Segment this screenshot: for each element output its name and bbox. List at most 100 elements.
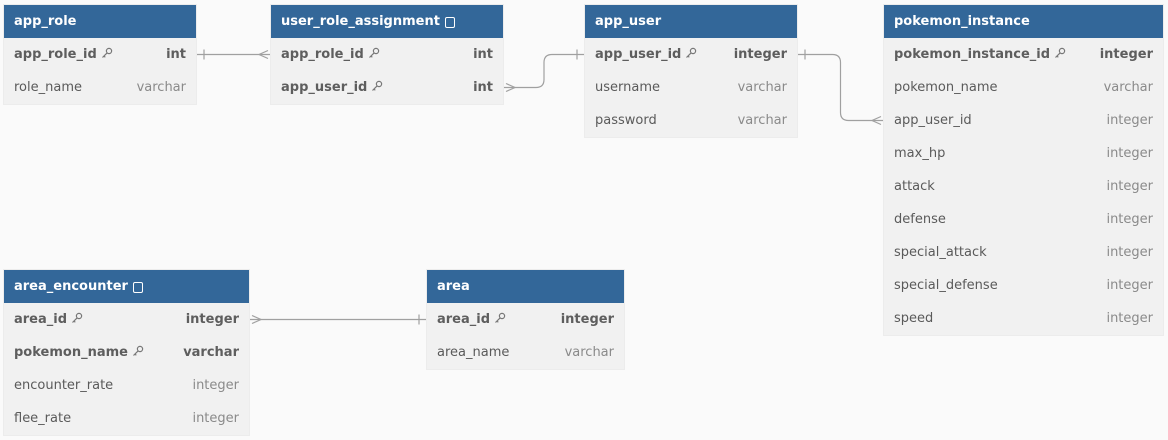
key-icon [367, 80, 383, 95]
field-name-cell: pokemon_name [894, 80, 998, 95]
field-name: role_name [14, 80, 82, 95]
key-icon [1050, 47, 1066, 62]
note-icon[interactable] [444, 17, 455, 28]
many-marker [251, 314, 263, 325]
field-row[interactable]: app_role_id int [4, 38, 196, 71]
field-name: max_hp [894, 146, 946, 161]
field-row[interactable]: pokemon_name varchar [4, 336, 249, 369]
field-row[interactable]: area_id integer [4, 303, 249, 336]
table-header[interactable]: app_user [585, 5, 797, 38]
key-icon [128, 345, 144, 360]
table-header[interactable]: area [427, 270, 624, 303]
field-name: speed [894, 311, 934, 326]
field-name: defense [894, 212, 946, 227]
field-name-cell: area_id [14, 312, 83, 327]
field-name-cell: role_name [14, 80, 82, 95]
field-type: integer [1106, 278, 1153, 293]
field-type: integer [733, 47, 787, 62]
field-name-cell: app_role_id [14, 47, 113, 62]
field-name: password [595, 113, 657, 128]
note-icon[interactable] [132, 282, 143, 293]
field-type: integer [560, 312, 614, 327]
field-name-cell: username [595, 80, 660, 95]
table-title: pokemon_instance [894, 14, 1030, 29]
field-name: area_id [437, 312, 491, 327]
field-name: pokemon_name [894, 80, 998, 95]
field-name: app_user_id [894, 113, 972, 128]
field-name-cell: defense [894, 212, 946, 227]
field-type: integer [185, 312, 239, 327]
field-type: varchar [183, 345, 239, 360]
field-name-cell: max_hp [894, 146, 945, 161]
field-name-cell: app_user_id [281, 80, 383, 95]
field-type: integer [1106, 113, 1153, 128]
table-title: area_encounter [14, 279, 128, 294]
field-name-cell: area_name [437, 345, 509, 360]
field-name: special_defense [894, 278, 998, 293]
field-name-cell: flee_rate [14, 411, 71, 426]
field-name-cell: attack [894, 179, 935, 194]
key-icon [67, 312, 83, 327]
field-name: area_name [437, 345, 510, 360]
table-header[interactable]: area_encounter [4, 270, 249, 303]
field-row[interactable]: password varchar [585, 104, 797, 137]
field-name: pokemon_name [14, 345, 128, 360]
field-name: app_user_id [595, 47, 682, 62]
table-header[interactable]: app_role [4, 5, 196, 38]
relationship-line [797, 53, 884, 122]
field-name: attack [894, 179, 935, 194]
field-name-cell: pokemon_name [14, 345, 144, 360]
field-name-cell: special_attack [894, 245, 987, 260]
field-row[interactable]: max_hp integer [884, 137, 1163, 170]
field-type: integer [1106, 179, 1153, 194]
field-name: app_user_id [281, 80, 368, 95]
field-type: integer [192, 378, 239, 393]
field-name: flee_rate [14, 411, 72, 426]
field-name-cell: pokemon_instance_id [894, 47, 1066, 62]
field-type: varchar [1103, 80, 1153, 95]
field-row[interactable]: app_user_id integer [884, 104, 1163, 137]
field-type: int [166, 47, 186, 62]
field-type: varchar [737, 113, 787, 128]
field-name-cell: password [595, 113, 657, 128]
many-marker [505, 82, 517, 93]
key-icon [364, 47, 380, 62]
many-marker [257, 49, 269, 60]
field-row[interactable]: app_user_id int [271, 71, 503, 104]
field-name: special_attack [894, 245, 987, 260]
field-row[interactable]: special_attack integer [884, 236, 1163, 269]
field-row[interactable]: app_user_id integer [585, 38, 797, 71]
field-name-cell: app_user_id [595, 47, 697, 62]
field-row[interactable]: special_defense integer [884, 269, 1163, 302]
table-title: app_user [595, 14, 662, 29]
field-type: integer [1106, 245, 1153, 260]
field-type: integer [1106, 146, 1153, 161]
field-row[interactable]: attack integer [884, 170, 1163, 203]
relationship-line [503, 53, 585, 89]
table-title: user_role_assignment [281, 14, 440, 29]
field-name-cell: special_defense [894, 278, 998, 293]
field-row[interactable]: pokemon_name varchar [884, 71, 1163, 104]
key-icon [681, 47, 697, 62]
many-marker [870, 115, 882, 126]
field-type: int [473, 80, 493, 95]
table-header[interactable]: pokemon_instance [884, 5, 1163, 38]
table-header[interactable]: user_role_assignment [271, 5, 503, 38]
field-row[interactable]: area_id integer [427, 303, 624, 336]
